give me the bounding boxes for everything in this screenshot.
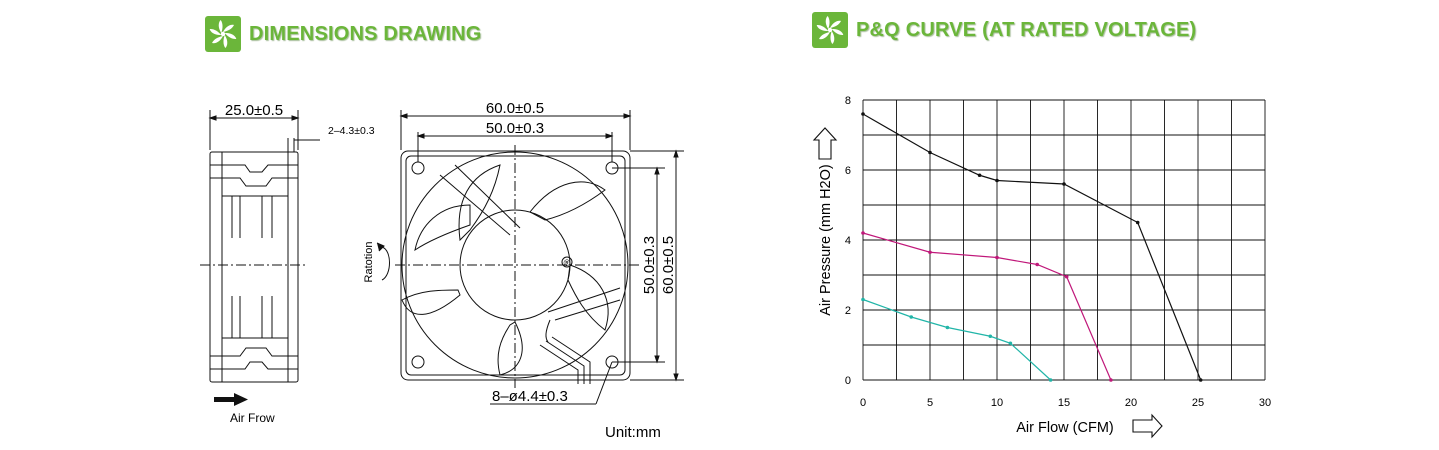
series-point bbox=[1135, 220, 1140, 225]
pq-curve-header: P&Q CURVE (AT RATED VOLTAGE) bbox=[812, 12, 1196, 48]
y-tick-label: 8 bbox=[845, 95, 851, 107]
airflow-arrow-icon bbox=[214, 393, 248, 406]
fan-blades bbox=[401, 164, 609, 376]
side-width-label: 25.0±0.5 bbox=[225, 102, 283, 119]
series-point bbox=[995, 178, 999, 183]
x-tick-label: 5 bbox=[927, 397, 933, 409]
x-tick-label: 25 bbox=[1192, 397, 1204, 409]
dimensions-title: DIMENSIONS DRAWING bbox=[249, 22, 482, 45]
x-tick-label: 20 bbox=[1125, 397, 1137, 409]
series-line-2 bbox=[862, 232, 1112, 381]
series-point bbox=[1064, 274, 1069, 279]
series-point bbox=[861, 112, 865, 116]
series-point bbox=[861, 231, 865, 235]
x-tick-label: 10 bbox=[991, 397, 1003, 409]
y-tick-label: 0 bbox=[845, 375, 851, 387]
series-point bbox=[1035, 262, 1039, 267]
side-slot-label: 2–4.3±0.3 bbox=[328, 125, 375, 137]
front-inner-height-label: 50.0±0.3 bbox=[641, 236, 658, 294]
series-point bbox=[1008, 341, 1013, 346]
x-tick-label: 0 bbox=[860, 397, 866, 409]
series-line-3 bbox=[862, 298, 1052, 381]
series-point bbox=[928, 250, 932, 255]
series-point bbox=[1109, 378, 1113, 382]
unit-label: Unit:mm bbox=[605, 424, 661, 441]
y-tick-label: 4 bbox=[845, 235, 851, 247]
holes-label: 8–ø4.4±0.3 bbox=[492, 388, 568, 405]
dimensions-drawing: 25.0±0.5 2–4.3±0.3 60.0±0.5 50.0±0.3 50.… bbox=[200, 100, 684, 441]
series-point bbox=[988, 334, 993, 339]
x-tick-label: 30 bbox=[1259, 397, 1271, 409]
rotation-arrow-icon bbox=[376, 242, 390, 281]
y-tick-label: 6 bbox=[845, 165, 851, 177]
y-axis-arrow-icon bbox=[812, 127, 838, 160]
chart-tick-labels: 0 5 10 15 20 25 30 0 2 4 6 8 bbox=[845, 95, 1271, 409]
series-point bbox=[995, 255, 999, 260]
rotation-label: Ratotion bbox=[363, 242, 375, 283]
front-inner-width-label: 50.0±0.3 bbox=[486, 120, 544, 137]
chart-grid bbox=[862, 99, 1266, 381]
airflow-label: Air Frow bbox=[230, 411, 275, 425]
chart-series bbox=[861, 112, 1203, 382]
front-view bbox=[395, 110, 684, 405]
series-point bbox=[909, 315, 914, 319]
series-point bbox=[1048, 378, 1053, 382]
series-point bbox=[977, 173, 982, 178]
registered-mark: ® bbox=[564, 258, 571, 268]
series-point bbox=[1062, 182, 1066, 186]
front-outer-width-label: 60.0±0.5 bbox=[486, 100, 544, 117]
pq-chart: 0 5 10 15 20 25 30 0 2 4 6 8 Air Flow (CFM) Air Pre… bbox=[812, 95, 1271, 439]
front-outer-height-label: 60.0±0.5 bbox=[660, 236, 677, 294]
side-view bbox=[200, 110, 320, 383]
x-axis-label: Air Flow (CFM) bbox=[1016, 420, 1113, 436]
fan-logo-icon bbox=[812, 12, 848, 48]
series-point bbox=[1198, 378, 1203, 382]
series-point bbox=[945, 325, 950, 330]
fan-logo-icon bbox=[205, 16, 241, 52]
x-axis-arrow-icon bbox=[1132, 413, 1163, 439]
y-tick-label: 2 bbox=[845, 305, 851, 317]
x-tick-label: 15 bbox=[1058, 397, 1070, 409]
dimensions-header: DIMENSIONS DRAWING bbox=[205, 16, 482, 52]
series-point bbox=[861, 297, 865, 302]
series-point bbox=[928, 150, 932, 155]
y-axis-label: Air Pressure (mm H2O) bbox=[818, 164, 834, 315]
pq-curve-title: P&Q CURVE (AT RATED VOLTAGE) bbox=[856, 18, 1197, 41]
